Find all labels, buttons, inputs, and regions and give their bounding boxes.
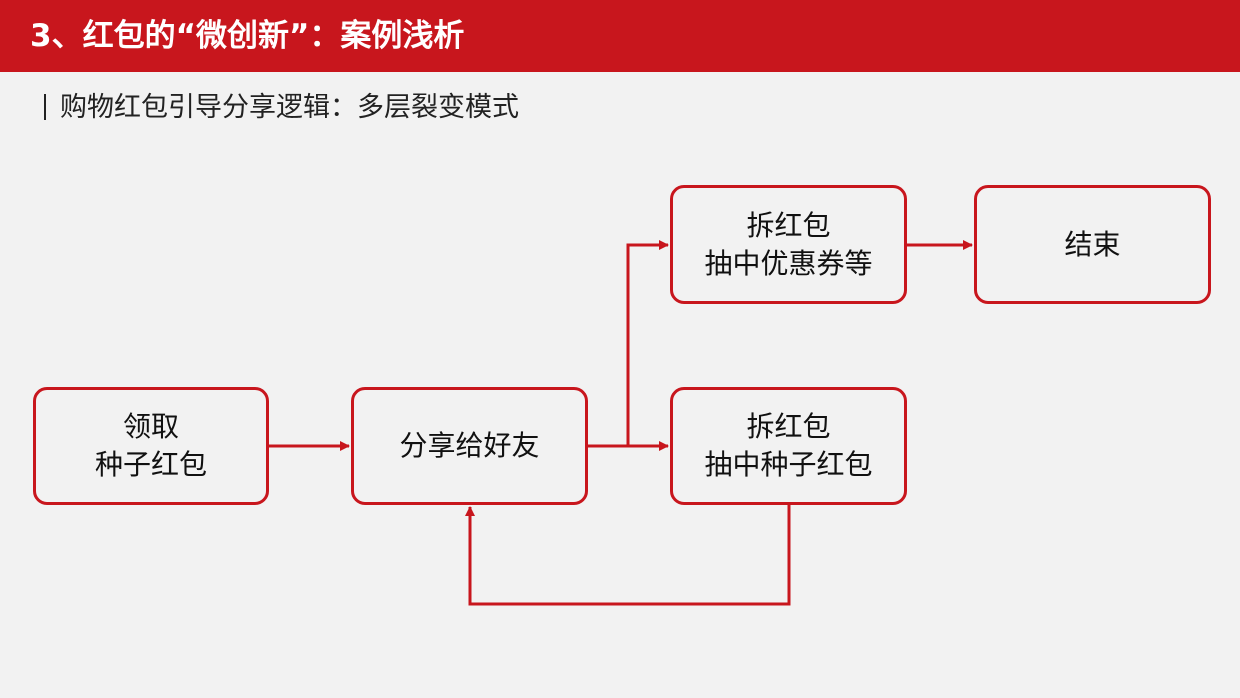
section-subtitle: 购物红包引导分享逻辑：多层裂变模式: [44, 88, 519, 128]
node-end: 结束: [974, 185, 1211, 304]
node-share-to-friends: 分享给好友: [351, 387, 588, 505]
node-open-redpacket-coupon: 拆红包 抽中优惠券等: [670, 185, 907, 304]
title-banner: 3、红包的“微创新”：案例浅析: [0, 0, 1240, 72]
node-share-line1: 分享给好友: [399, 429, 540, 462]
node-claim-seed-line2: 种子红包: [94, 448, 207, 481]
node-end-line1: 结束: [1064, 227, 1121, 261]
subtitle-bar-marker: [44, 93, 46, 120]
node-open-seed-line2: 抽中种子红包: [704, 448, 873, 481]
arrow-open-seed-loop-back: [465, 505, 791, 606]
node-open-seed-line1: 拆红包: [746, 410, 831, 443]
page-title: 3、红包的“微创新”：案例浅析: [30, 18, 465, 54]
node-open-coupon-line2: 抽中优惠券等: [704, 246, 873, 280]
node-open-redpacket-seed: 拆红包 抽中种子红包: [670, 387, 907, 505]
node-claim-seed-line1: 领取: [122, 410, 179, 443]
node-claim-seed-redpacket: 领取 种子红包: [33, 387, 269, 505]
subtitle-text: 购物红包引导分享逻辑：多层裂变模式: [60, 92, 519, 123]
arrow-share-to-open-coupon: [626, 240, 669, 446]
node-open-coupon-line1: 拆红包: [746, 208, 831, 242]
